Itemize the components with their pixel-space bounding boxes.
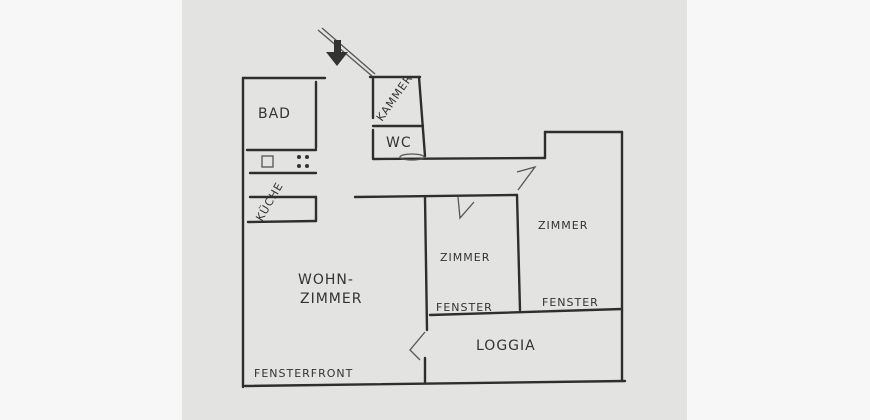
label-bad: BAD bbox=[258, 106, 291, 122]
door-swing bbox=[457, 196, 475, 220]
label-wohnzimmer-2: ZIMMER bbox=[300, 291, 362, 307]
walls bbox=[241, 75, 627, 389]
label-fensterfront: FENSTERFRONT bbox=[254, 367, 353, 380]
entrance-arrow-icon bbox=[317, 27, 376, 77]
label-wc: WC bbox=[386, 135, 412, 151]
label-loggia: LOGGIA bbox=[476, 338, 536, 354]
label-fenster-middle: FENSTER bbox=[436, 301, 493, 314]
wall-zimmer-left bbox=[423, 195, 429, 332]
wall-living-top bbox=[353, 193, 519, 199]
wall-bottom bbox=[243, 379, 627, 388]
label-fenster-right: FENSTER bbox=[542, 296, 599, 309]
kitchen-line-4 bbox=[246, 219, 318, 224]
label-kueche: KÜCHE bbox=[253, 180, 286, 224]
sink-icon bbox=[261, 155, 274, 168]
door-swing bbox=[409, 331, 426, 361]
wc-sink bbox=[399, 153, 425, 161]
stove-icon bbox=[297, 155, 309, 168]
wall-corridor bbox=[371, 156, 547, 161]
label-kammer: KAMMER bbox=[374, 72, 416, 124]
wall-kammer-right bbox=[417, 75, 427, 158]
wall-zimmer-divider bbox=[515, 193, 522, 312]
window-line bbox=[428, 307, 624, 317]
label-zimmer-right: ZIMMER bbox=[538, 219, 588, 232]
label-zimmer-middle: ZIMMER bbox=[440, 251, 490, 264]
label-wohnzimmer-1: WOHN- bbox=[298, 272, 354, 288]
paper-sheet bbox=[182, 0, 687, 420]
door-swing bbox=[516, 165, 537, 191]
